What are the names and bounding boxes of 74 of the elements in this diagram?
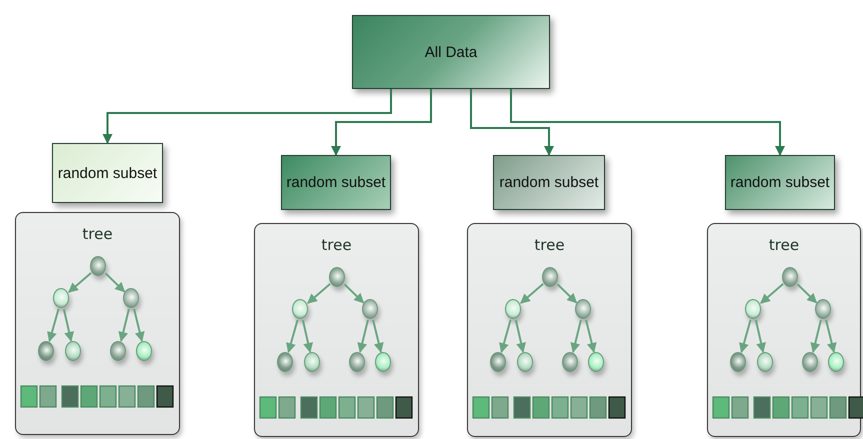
arrow — [133, 308, 145, 342]
tree-node-circle — [349, 352, 365, 372]
box-label: random subset — [499, 174, 599, 191]
tree-node-circle — [828, 352, 844, 372]
arrow — [331, 89, 432, 156]
box-label: random subset — [58, 164, 158, 182]
tree-node-circle — [53, 288, 69, 308]
panel-title: tree — [320, 236, 353, 254]
arrow — [470, 89, 554, 156]
box-label: random subset — [286, 174, 386, 191]
panel-title: tree — [81, 225, 114, 243]
panel-title: tree — [533, 236, 566, 254]
arrow — [47, 308, 60, 342]
box-label: random subset — [730, 174, 830, 191]
arrow — [520, 283, 544, 304]
tree-node-circle — [329, 267, 345, 287]
tree-node-circle — [38, 341, 54, 361]
arrow — [510, 89, 785, 156]
tree-node-circle — [110, 341, 126, 361]
tree-node-circle — [90, 256, 106, 276]
tree-node-circle — [123, 288, 139, 308]
tree-node-circle — [375, 352, 391, 372]
arrow — [102, 89, 392, 144]
tree-node-circle — [745, 299, 761, 319]
arrow — [372, 320, 384, 353]
tree-node-circle — [136, 341, 152, 361]
arrow — [556, 284, 578, 304]
tree-node-circle — [815, 299, 831, 319]
arrow — [62, 308, 74, 342]
arrow — [286, 320, 299, 354]
tree-node-circle — [782, 267, 798, 287]
tree-panel — [707, 223, 861, 437]
tree-node-circle — [562, 352, 578, 372]
arrow — [118, 308, 130, 342]
arrow — [68, 272, 92, 293]
tree-panel — [15, 212, 180, 435]
arrow — [739, 320, 752, 354]
arrow — [754, 320, 766, 353]
arrow — [499, 320, 512, 354]
tree-node-circle — [304, 352, 320, 372]
arrow — [344, 284, 364, 304]
tree-node-circle — [730, 352, 746, 372]
arrow — [810, 320, 822, 353]
subset-box — [52, 143, 163, 203]
tree-node-circle — [362, 299, 378, 319]
tree-node-circle — [517, 352, 533, 372]
source-box — [352, 15, 550, 89]
tree-node-circle — [490, 352, 506, 372]
tree-node-circle — [277, 352, 293, 372]
arrow — [307, 283, 331, 304]
tree-node-circle — [802, 352, 818, 372]
tree-node-circle — [575, 299, 591, 319]
subset-box — [493, 155, 605, 210]
subset-box — [281, 155, 391, 210]
tree-node-circle — [505, 299, 521, 319]
tree-panel — [254, 223, 419, 437]
tree-node-circle — [542, 267, 558, 287]
subset-box — [725, 155, 835, 210]
tree-node-circle — [292, 299, 308, 319]
arrow — [796, 284, 818, 304]
arrow — [585, 320, 597, 353]
box-label: All Data — [424, 44, 478, 60]
tree-panel — [467, 223, 632, 437]
panel-title: tree — [768, 236, 800, 254]
tree-node-circle — [588, 352, 604, 372]
arrow — [104, 272, 126, 292]
arrow — [357, 320, 369, 353]
arrow — [302, 320, 313, 353]
arrow — [825, 320, 837, 353]
arrow — [514, 320, 526, 353]
arrow — [760, 283, 784, 304]
arrow — [570, 320, 582, 353]
tree-node-circle — [757, 352, 773, 372]
tree-node-circle — [65, 341, 81, 361]
